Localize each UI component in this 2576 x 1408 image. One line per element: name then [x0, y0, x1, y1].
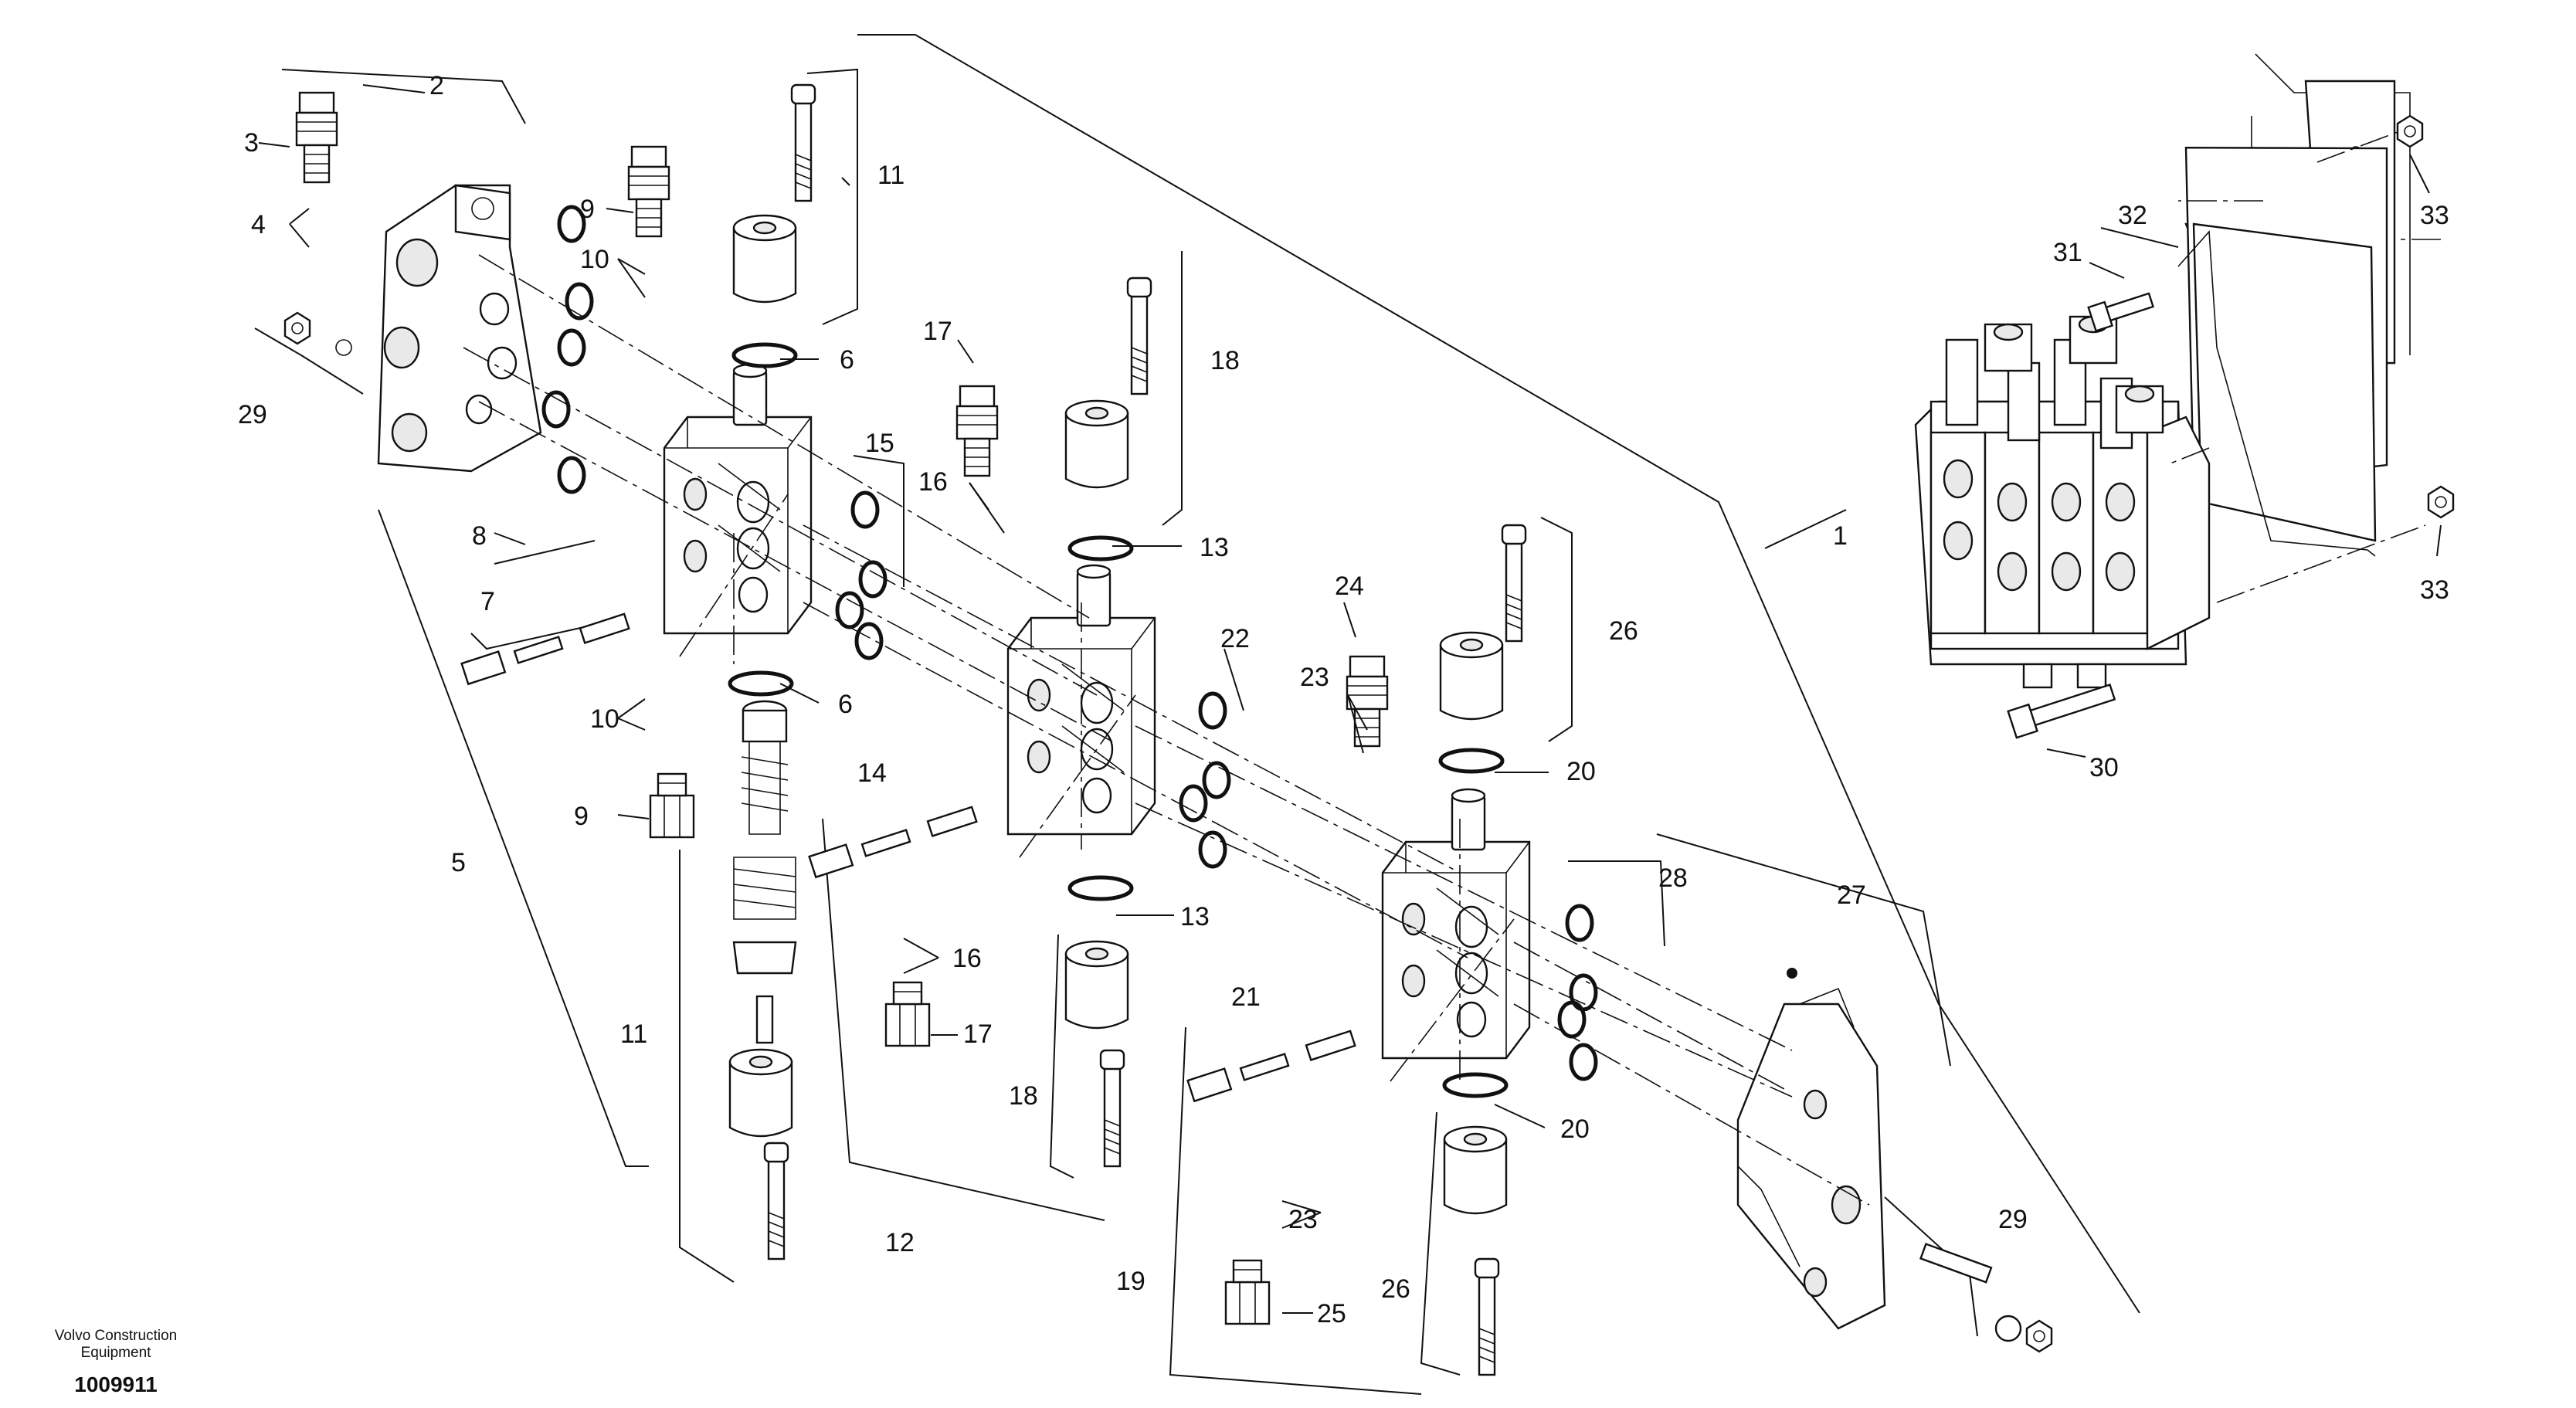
- callout-17a: 17: [923, 317, 952, 346]
- o-rings: [544, 207, 1596, 1098]
- valve-section-1: [663, 363, 813, 635]
- callout-33a: 33: [2420, 201, 2449, 230]
- callout-3: 3: [244, 128, 259, 158]
- callout-26a: 26: [1609, 616, 1638, 646]
- callout-20a: 20: [1566, 757, 1596, 786]
- callout-11b: 11: [620, 1020, 647, 1049]
- callout-21: 21: [1231, 982, 1261, 1012]
- callout-17b: 17: [963, 1020, 993, 1049]
- callout-labels: 1 2 3 4 5 6 6 7 8 9 9 10 10 11 11 12 13 …: [238, 71, 2449, 1328]
- callout-2: 2: [429, 71, 444, 100]
- callout-23a: 23: [1300, 663, 1329, 692]
- callout-13a: 13: [1200, 533, 1229, 562]
- footer-block: Volvo Construction Equipment 1009911: [55, 1328, 177, 1396]
- callout-6b: 6: [838, 690, 853, 719]
- callout-13b: 13: [1180, 902, 1210, 931]
- callout-32: 32: [2118, 201, 2147, 230]
- callout-23b: 23: [1288, 1205, 1318, 1234]
- callout-11a: 11: [877, 161, 904, 190]
- callout-4: 4: [251, 210, 266, 239]
- callout-9b: 9: [574, 802, 589, 831]
- callout-10b: 10: [590, 704, 619, 734]
- callout-9a: 9: [580, 195, 595, 224]
- leader-lines: [258, 84, 2442, 1314]
- callout-33b: 33: [2420, 575, 2449, 605]
- callout-16a: 16: [918, 467, 948, 497]
- outlet-end-cover: [1736, 968, 1886, 1330]
- drawing-number: 1009911: [74, 1372, 157, 1396]
- callout-14: 14: [857, 758, 887, 788]
- callout-30: 30: [2089, 753, 2119, 782]
- callout-25: 25: [1317, 1299, 1346, 1328]
- callout-19: 19: [1116, 1267, 1145, 1296]
- callout-18a: 18: [1210, 346, 1240, 375]
- group-brackets: [254, 34, 2140, 1395]
- callout-16b: 16: [952, 944, 982, 973]
- assembled-valve-unit: [1914, 53, 2455, 739]
- brand-line-2: Equipment: [81, 1345, 152, 1361]
- callout-29b: 29: [1998, 1205, 2028, 1234]
- callout-10a: 10: [580, 245, 609, 274]
- callout-28: 28: [1658, 863, 1688, 893]
- callout-27: 27: [1837, 880, 1866, 910]
- callout-12: 12: [885, 1228, 915, 1257]
- callout-26b: 26: [1381, 1274, 1410, 1304]
- spool-stack: [732, 700, 797, 1044]
- callout-8: 8: [472, 521, 487, 551]
- callout-6a: 6: [840, 345, 854, 375]
- callout-7: 7: [480, 587, 495, 616]
- callout-20b: 20: [1560, 1115, 1590, 1144]
- callout-31: 31: [2053, 238, 2082, 267]
- inlet-end-cover: [377, 184, 542, 473]
- callout-29a: 29: [238, 400, 267, 429]
- assembly-axis-lines: [463, 254, 1870, 1206]
- callout-24: 24: [1335, 572, 1364, 601]
- callout-18b: 18: [1009, 1081, 1038, 1111]
- callout-22: 22: [1220, 624, 1250, 653]
- plug-screws: [283, 311, 2053, 1353]
- callout-5: 5: [451, 848, 466, 877]
- brand-line-1: Volvo Construction: [55, 1328, 177, 1344]
- callout-15: 15: [865, 429, 894, 458]
- callout-1: 1: [1833, 521, 1848, 551]
